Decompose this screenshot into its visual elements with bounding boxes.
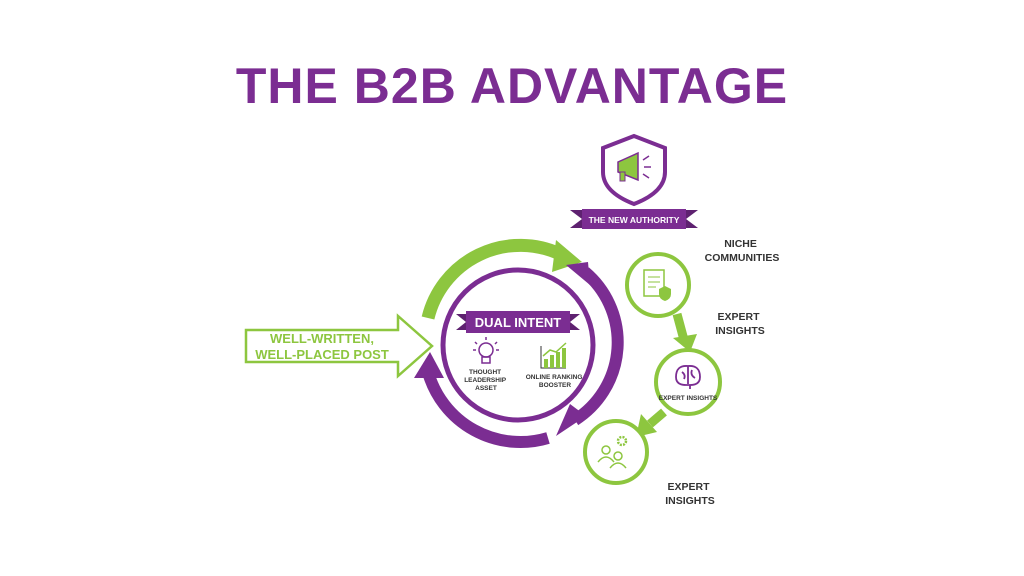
green-step-arrow-1 — [672, 312, 697, 352]
purple-right-arrowhead — [566, 262, 590, 285]
new-authority-badge: THE NEW AUTHORITY — [570, 133, 698, 229]
megaphone-icon — [617, 151, 651, 182]
input-arrow-line2: WELL-PLACED POST — [255, 347, 389, 362]
niche-communities-label: NICHE COMMUNITIES — [705, 238, 780, 264]
thought-leadership-label: THOUGHT LEADERSHIP ASSET — [464, 369, 508, 392]
dual-intent-hub: DUAL INTENT THOUGHT LEADERSHIP ASSET ONL… — [440, 267, 596, 423]
dual-intent-banner: DUAL INTENT — [475, 315, 561, 330]
purple-right-arrow-tail — [556, 404, 586, 436]
input-arrow-line1: WELL-WRITTEN, — [270, 331, 374, 346]
expert-insights-inner-label: EXPERT INSIGHTS — [659, 395, 718, 402]
people-gear-icon — [597, 435, 628, 469]
cycle-arrows — [414, 238, 624, 448]
expert-insights-label-2: EXPERT INSIGHTS — [665, 481, 715, 507]
purple-bottom-arrow — [422, 370, 550, 448]
online-ranking-label: ONLINE RANKING BOOSTER — [526, 374, 585, 389]
brain-icon — [675, 365, 701, 389]
step-expert-insights-2: EXPERT INSIGHTS — [583, 419, 715, 507]
new-authority-banner: THE NEW AUTHORITY — [589, 215, 680, 225]
purple-right-arrow — [571, 267, 624, 426]
step-niche-communities: NICHE COMMUNITIES — [625, 238, 780, 318]
growth-chart-icon — [540, 342, 567, 369]
lightbulb-icon — [473, 337, 499, 364]
expert-insights-label-1: EXPERT INSIGHTS — [715, 311, 765, 337]
page-title: THE B2B ADVANTAGE — [236, 58, 788, 114]
input-arrow: WELL-WRITTEN, WELL-PLACED POST — [244, 313, 434, 379]
purple-bottom-arrowhead — [414, 352, 444, 378]
document-shield-icon — [643, 269, 671, 301]
green-cycle-arrow — [421, 238, 563, 320]
step-expert-insights-1: EXPERT INSIGHTS EXPERT INSIGHTS — [654, 311, 765, 416]
